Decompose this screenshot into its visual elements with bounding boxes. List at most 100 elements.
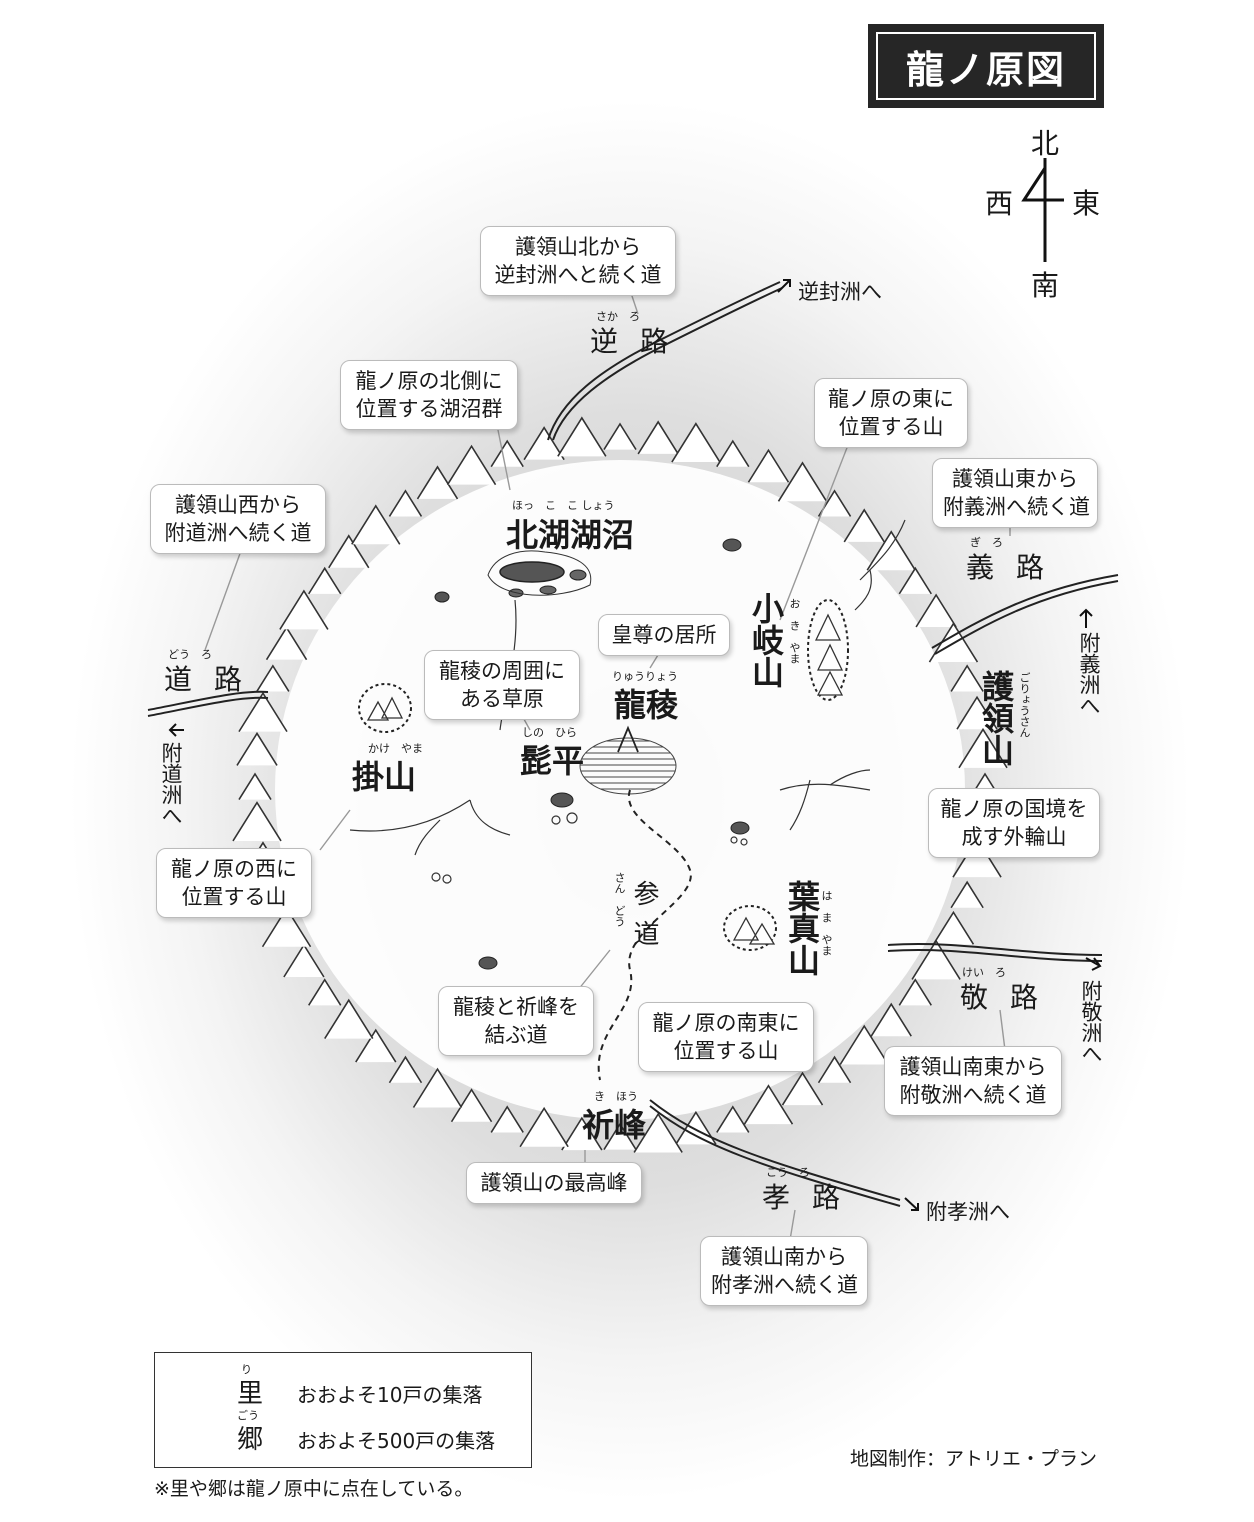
- label-do-road: 道路: [164, 663, 265, 696]
- goryozan-ruby: ごりょうさん: [1018, 672, 1031, 738]
- ring-peak: [915, 593, 957, 628]
- legend-go-ruby: ごう: [237, 1409, 259, 1422]
- do-ruby: どう ろ: [168, 648, 212, 661]
- lakes: [487, 550, 592, 598]
- legend: り 里 おおよそ10戸の集落 ごう 郷 おおよそ500戸の集落: [154, 1352, 532, 1468]
- ring-peak: [747, 448, 790, 483]
- ring-peak: [355, 1028, 397, 1063]
- ring-peak: [388, 1055, 423, 1084]
- ring-peak: [911, 939, 961, 980]
- dest-southeast: 附敬洲へ: [1079, 980, 1103, 1064]
- map-title-box: 龍ノ原図: [868, 24, 1104, 108]
- callout-goryozan: 龍ノ原の国境を成す外輪山: [928, 788, 1100, 858]
- callout-oki: 龍ノ原の東に位置する山: [814, 378, 968, 448]
- ring-peak: [898, 566, 932, 595]
- ring-peak: [958, 727, 1008, 769]
- ryuryo-ruby: りゅうりょう: [612, 670, 678, 683]
- ring-peak: [817, 1055, 852, 1084]
- legend-go-desc: おおよそ500戸の集落: [297, 1429, 496, 1453]
- ring-peak: [843, 508, 885, 543]
- ring-peak: [777, 461, 828, 502]
- ring-peak: [839, 1024, 889, 1065]
- outer-roads: [147, 281, 1119, 1207]
- road-saka: [547, 281, 781, 441]
- small-villages: [431, 812, 748, 884]
- hamayama-ruby: は ま やま: [820, 890, 833, 956]
- label-ryuryo: 龍稜: [614, 686, 679, 724]
- small-peaks: [366, 613, 844, 945]
- legend-row-go: ごう 郷 おおよそ500戸の集落: [155, 1409, 531, 1459]
- ring-peak: [561, 1116, 603, 1151]
- ring-peak: [308, 978, 342, 1006]
- ring-peak: [950, 880, 984, 909]
- shinohira-ruby: しの ひら: [522, 726, 577, 739]
- ring-peak: [716, 439, 750, 468]
- ring-peak: [412, 1067, 463, 1108]
- ring-peak: [956, 695, 998, 730]
- sando-path: [597, 789, 692, 1081]
- callout-sando: 龍稜と祈峰を結ぶ道: [438, 986, 594, 1056]
- label-kei-road: 敬路: [960, 981, 1061, 1014]
- dest-south: 附孝洲へ: [926, 1200, 1010, 1224]
- ring-peak: [328, 534, 370, 569]
- hamayama-outline: [723, 905, 777, 951]
- legend-sato-ruby: り: [241, 1363, 252, 1376]
- ring-peak: [450, 1088, 493, 1123]
- callout-kiho: 護領山の最高峰: [466, 1162, 642, 1204]
- ring-peak: [236, 731, 278, 766]
- label-hokko: 北湖湖沼: [506, 516, 635, 554]
- road-ko: [649, 1099, 901, 1201]
- kakeyama-outline: [358, 683, 412, 733]
- legend-sato-symbol: 里: [237, 1379, 264, 1409]
- legend-row-sato: り 里 おおよそ10戸の集落: [155, 1361, 531, 1411]
- oki-ruby: お き やま: [788, 598, 801, 664]
- ring-peak: [637, 420, 679, 455]
- ring-peak: [870, 1002, 912, 1037]
- label-sando: 参道: [629, 880, 659, 960]
- label-hamayama: 葉真山: [783, 880, 821, 976]
- ring-peak: [446, 444, 497, 486]
- ring-peak: [238, 691, 288, 733]
- callout-shinohira: 龍稜の周囲にある草原: [424, 650, 580, 720]
- road-kei-2: [887, 948, 1103, 962]
- saka-ruby: さか ろ: [596, 310, 640, 323]
- ring-peak: [519, 1106, 569, 1148]
- road-do-2: [147, 696, 269, 717]
- label-saka-road: 逆路: [590, 325, 691, 358]
- streams: [349, 519, 906, 856]
- ring-peak: [256, 664, 290, 692]
- label-goryozan: 護領山: [977, 670, 1015, 766]
- legend-sato-desc: おおよそ10戸の集落: [297, 1383, 483, 1407]
- ring-peak: [523, 426, 565, 461]
- road-kei: [887, 942, 1103, 956]
- callout-gi: 護領山東から附義洲へ続く道: [932, 458, 1098, 528]
- dest-west: 附道洲へ: [159, 742, 183, 826]
- callout-do: 護領山西から附道洲へ続く道: [150, 484, 326, 554]
- ring-peak: [308, 566, 342, 595]
- ring-peak: [232, 801, 282, 842]
- mountain-ring: [232, 416, 1008, 1153]
- ring-peak: [265, 626, 308, 661]
- ring-peak: [324, 998, 374, 1040]
- ko-ruby: こう ろ: [766, 1166, 810, 1179]
- callout-hokko: 龍ノ原の北側に位置する湖沼群: [340, 360, 518, 430]
- legend-go-symbol: 郷: [237, 1425, 264, 1455]
- road-gi-2: [934, 580, 1119, 655]
- ring-peak: [781, 1071, 824, 1106]
- sando-ruby: さん どう: [613, 872, 626, 927]
- destination-arrows: [168, 279, 1102, 1211]
- ring-peak: [743, 1084, 794, 1125]
- label-kakeyama: 掛山: [352, 758, 417, 796]
- ring-peak: [238, 772, 272, 801]
- callout-saka: 護領山北から逆封洲へと続く道: [480, 226, 676, 296]
- ring-peak: [388, 489, 423, 517]
- ring-peak: [932, 910, 975, 945]
- ring-peak: [603, 422, 637, 451]
- kei-ruby: けい ろ: [962, 966, 1006, 979]
- road-saka-2: [552, 287, 783, 441]
- ring-peak: [490, 1105, 524, 1133]
- footnote: ※里や郷は龍ノ原中に点在している。: [154, 1478, 474, 1500]
- label-ko-road: 孝路: [762, 1181, 863, 1214]
- callout-kakeyama: 龍ノ原の西に位置する山: [156, 848, 312, 918]
